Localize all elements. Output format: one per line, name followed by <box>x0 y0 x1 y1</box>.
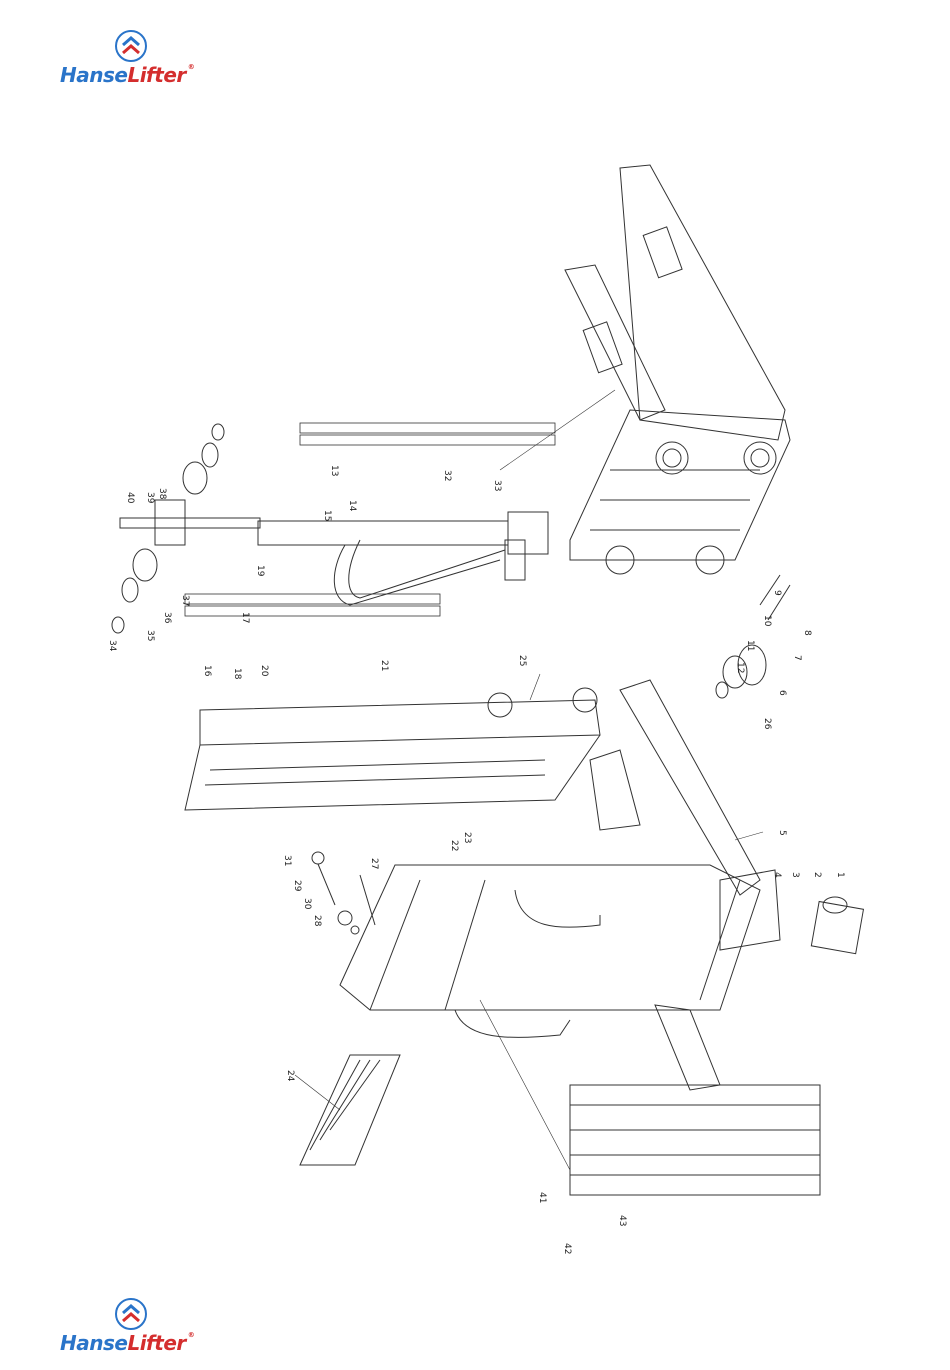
inner-mast <box>185 688 600 810</box>
part-number-40: 40 <box>125 492 135 504</box>
part-number-24: 24 <box>285 1070 295 1082</box>
part-number-39: 39 <box>145 492 155 504</box>
part-number-18: 18 <box>232 668 242 680</box>
part-number-10: 10 <box>762 615 772 627</box>
part-number-43: 43 <box>617 1215 627 1226</box>
hanselifter-emblem-icon <box>115 1298 147 1330</box>
part-number-13: 13 <box>329 465 339 476</box>
part-number-22: 22 <box>449 840 459 851</box>
part-number-4: 4 <box>772 872 782 878</box>
part-number-28: 28 <box>312 915 322 927</box>
part-number-6: 6 <box>777 690 787 696</box>
base-leg <box>590 680 780 950</box>
side-guard-panel <box>300 1055 400 1165</box>
operator-platform <box>570 1085 820 1195</box>
brand-wordmark: HanseLifter® <box>60 1331 194 1355</box>
part-number-23: 23 <box>462 832 472 843</box>
castor-wheel <box>811 897 863 954</box>
part-number-35: 35 <box>145 630 155 641</box>
part-number-19: 19 <box>255 565 265 577</box>
part-number-8: 8 <box>802 630 812 636</box>
part-number-5: 5 <box>777 830 787 836</box>
part-number-2: 2 <box>812 872 822 878</box>
handle-bracket <box>655 1005 720 1090</box>
part-number-31: 31 <box>282 855 292 866</box>
part-number-25: 25 <box>517 655 527 666</box>
part-number-41: 41 <box>537 1192 547 1203</box>
part-number-3: 3 <box>790 872 800 878</box>
part-number-1: 1 <box>835 872 845 878</box>
part-number-14: 14 <box>347 500 357 512</box>
part-number-20: 20 <box>259 665 269 677</box>
lift-chain <box>185 423 555 616</box>
part-number-7: 7 <box>792 655 802 661</box>
part-number-15: 15 <box>322 510 332 521</box>
part-number-21: 21 <box>379 660 389 671</box>
part-number-17: 17 <box>240 612 250 623</box>
part-number-11: 11 <box>745 640 755 651</box>
part-number-29: 29 <box>292 880 302 892</box>
outer-mast-frame <box>340 865 760 1037</box>
fork-assembly <box>565 165 790 574</box>
part-number-16: 16 <box>202 665 212 677</box>
part-number-37: 37 <box>180 595 190 606</box>
lift-cylinder <box>258 512 548 605</box>
part-number-33: 33 <box>492 480 502 491</box>
brand-logo-bottom: HanseLifter® <box>60 1298 210 1368</box>
part-number-38: 38 <box>157 488 167 500</box>
part-number-34: 34 <box>107 640 117 652</box>
part-number-30: 30 <box>302 898 312 910</box>
part-number-9: 9 <box>772 590 782 596</box>
part-number-12: 12 <box>735 662 745 673</box>
part-number-36: 36 <box>162 612 172 624</box>
part-number-26: 26 <box>762 718 772 730</box>
part-number-27: 27 <box>369 858 379 869</box>
part-number-42: 42 <box>562 1243 572 1254</box>
part-number-32: 32 <box>442 470 452 481</box>
